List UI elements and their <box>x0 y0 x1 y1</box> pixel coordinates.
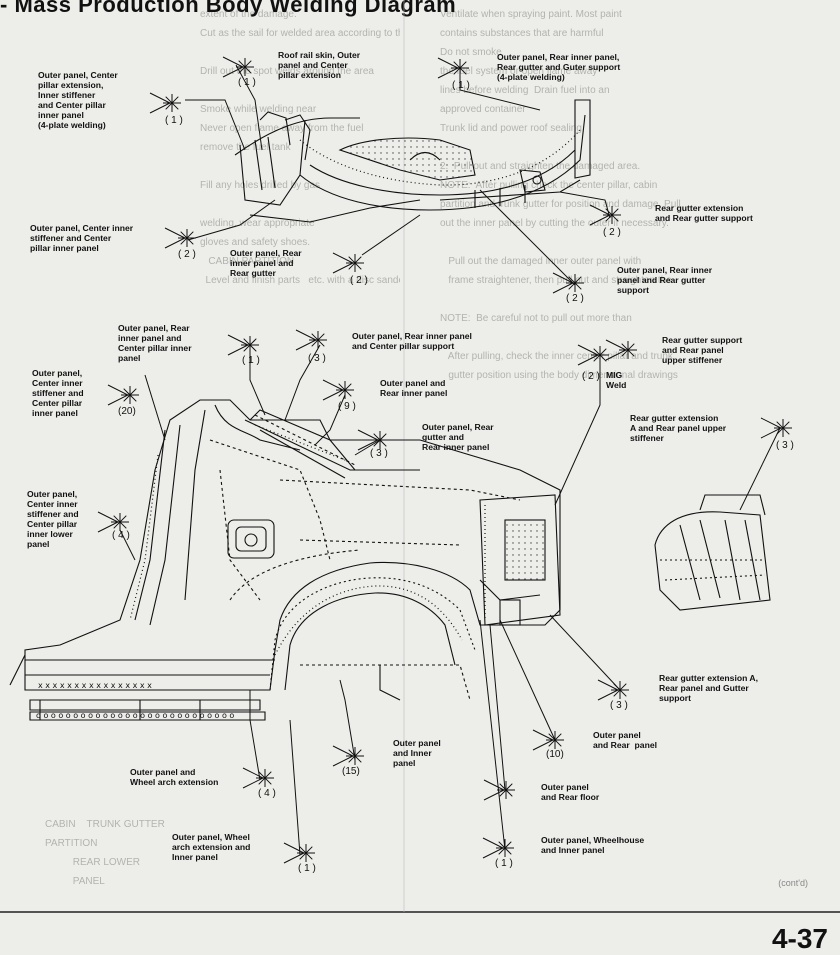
callout-label-outer-center-inner-stiff-pillar: Outer panel, Center inner stiffener and … <box>32 368 84 418</box>
leader-lines <box>119 64 781 856</box>
spot-weld-symbol-outer-wheelhouse-inner <box>482 837 514 859</box>
spot-weld-symbol-outer-inner <box>332 745 364 767</box>
weld-count-outer-center-inner-lower: ( 4 ) <box>112 530 130 541</box>
weld-count-outer-center-inner-stiff-pillar: (20) <box>118 406 136 417</box>
weld-count-roof-rail: ( 1 ) <box>238 77 256 88</box>
callout-label-outer-wheel-arch-ext: Outer panel and Wheel arch extension <box>130 767 219 787</box>
weld-count-outer-rear-inner-gutter-support: ( 2 ) <box>566 293 584 304</box>
spot-weld-symbol-outer-rear-panel <box>532 729 564 751</box>
callout-label-outer-rear-panel: Outer panel and Rear panel <box>593 730 657 750</box>
weld-count-rear-gutter-ext-a-rear-gutter-support: ( 3 ) <box>610 700 628 711</box>
callout-label-outer-wheelhouse-inner: Outer panel, Wheelhouse and Inner panel <box>541 835 645 855</box>
weld-symbols <box>97 56 792 864</box>
callout-label-outer-rear-inner-gutter-2: Outer panel, Rear inner panel and Rear g… <box>230 248 302 278</box>
sill-weld-markers: x x x x x x x x x x x x x x x x o o o o … <box>36 681 234 720</box>
weld-count-outer-rear-gutter-inner: ( 3 ) <box>370 448 388 459</box>
svg-text:x x x x x x x x x x: x x x x x x x x x x x x x x x x <box>38 681 152 690</box>
callout-label-rear-gutter-ext-a-rear-gutter-support: Rear gutter extension A, Rear panel and … <box>659 673 759 703</box>
spot-weld-symbol-rear-gutter-ext-support <box>589 204 621 226</box>
callout-label-mig-weld: MIG Weld <box>606 370 627 390</box>
spot-weld-symbol-outer-rear-inner <box>322 379 354 401</box>
callout-label-outer-center-ext: Outer panel, Center pillar extension, In… <box>38 70 118 130</box>
weld-count-outer-wheel-arch-ext: ( 4 ) <box>258 788 276 799</box>
spot-weld-symbol-outer-rear-inner-center-pillar <box>227 334 259 356</box>
spot-weld-symbol-outer-wheel-arch-inner <box>283 842 315 864</box>
weld-count-rear-gutter-ext-support: ( 2 ) <box>603 227 621 238</box>
roof-rail-assembly <box>234 99 591 223</box>
rear-gutter-inset <box>654 494 771 611</box>
weld-dot-seam <box>129 129 581 656</box>
callout-label-outer-center-inner-lower: Outer panel, Center inner stiffener and … <box>27 489 79 549</box>
callout-label-outer-rear-inner-gutter-support: Outer panel, Rear inner panel and Rear g… <box>617 265 713 295</box>
callout-label-outer-rear-floor: Outer panel and Rear floor <box>541 782 600 802</box>
weld-count-outer-wheel-arch-inner: ( 1 ) <box>298 863 316 874</box>
weld-count-outer-rear-inner-center-support: ( 3 ) <box>308 353 326 364</box>
callout-label-outer-rear-inner-center-support: Outer panel, Rear inner panel and Center… <box>352 331 472 351</box>
weld-count-outer-inner: (15) <box>342 766 360 777</box>
bleed-through-text-bottom: CABIN TRUNK GUTTER PARTITION REAR LOWER … <box>45 819 165 885</box>
callout-label-roof-rail: Roof rail skin, Outer panel and Center p… <box>278 50 361 80</box>
callout-label-outer-rear-gutter-inner: Outer panel, Rear gutter and Rear inner … <box>422 422 494 452</box>
continued-note: (cont'd) <box>778 878 808 888</box>
spot-weld-symbol-rear-gutter-ext-a-upper <box>760 417 792 439</box>
callout-label-rear-gutter-support-upper: Rear gutter support and Rear panel upper… <box>662 335 743 365</box>
spot-weld-symbol-outer-rear-floor <box>483 779 515 801</box>
weld-count-outer-rear-inner: ( 9 ) <box>338 401 356 412</box>
spot-weld-symbol-rear-gutter-support-upper <box>605 339 637 361</box>
weld-count-outer-center-inner-stiff: ( 2 ) <box>178 249 196 260</box>
spot-weld-symbol-outer-center-inner-lower <box>97 511 129 533</box>
spot-weld-symbol-outer-rear-gutter-inner <box>357 429 389 451</box>
weld-count-mig-weld: ( 2 ) <box>582 371 600 382</box>
spot-weld-symbol-outer-center-ext <box>149 92 181 114</box>
spot-weld-symbol-outer-rear-inner-gutter-support <box>552 272 584 294</box>
spot-weld-symbol-rear-gutter-ext-a-rear-gutter-support <box>597 679 629 701</box>
callout-label-rear-gutter-ext-support: Rear gutter extension and Rear gutter su… <box>655 203 753 223</box>
callout-label-outer-inner: Outer panel and Inner panel <box>393 738 441 768</box>
page-frame <box>0 0 840 913</box>
spot-weld-symbol-roof-rail <box>222 56 254 78</box>
callout-label-outer-rear-inner-center-pillar: Outer panel, Rear inner panel and Center… <box>118 323 192 363</box>
spot-weld-symbol-outer-center-inner-stiff-pillar <box>107 384 139 406</box>
page-number: 4-37 <box>771 923 828 954</box>
weld-count-outer-rear-inner-gutter-2: ( 2 ) <box>350 275 368 286</box>
weld-count-rear-gutter-ext-a-upper: ( 3 ) <box>776 440 794 451</box>
weld-count-outer-center-ext: ( 1 ) <box>165 115 183 126</box>
spot-weld-symbol-outer-wheel-arch-ext <box>242 767 274 789</box>
callout-label-outer-rear-inner-gutter: Outer panel, Rear inner panel, Rear gutt… <box>497 52 621 82</box>
bleed-through-text-right: Ventilate when spraying paint. Most pain… <box>440 9 681 381</box>
spot-weld-symbol-outer-rear-inner-gutter <box>437 57 469 79</box>
spot-weld-symbol-mig-weld <box>577 344 609 366</box>
spot-weld-symbol-outer-center-inner-stiff <box>164 227 196 249</box>
callout-label-rear-gutter-ext-a-upper: Rear gutter extension A and Rear panel u… <box>630 413 727 443</box>
callout-label-outer-wheel-arch-inner: Outer panel, Wheel arch extension and In… <box>172 832 251 862</box>
weld-count-outer-wheelhouse-inner: ( 1 ) <box>495 858 513 869</box>
spot-weld-symbol-outer-rear-inner-center-support <box>295 329 327 351</box>
weld-count-outer-rear-inner-gutter: ( 1 ) <box>452 80 470 91</box>
callout-label-outer-center-inner-stiff: Outer panel, Center inner stiffener and … <box>30 223 134 253</box>
callout-label-outer-rear-inner: Outer panel and Rear inner panel <box>380 378 448 398</box>
svg-text:o o o o o o o o o o o o o o o: o o o o o o o o o o o o o o o o o o o o … <box>36 711 234 720</box>
weld-count-outer-rear-inner-center-pillar: ( 1 ) <box>242 355 260 366</box>
page-title: - Mass Production Body Welding Diagram <box>0 0 457 17</box>
quarter-panel-assembly <box>9 399 561 721</box>
weld-count-outer-rear-panel: (10) <box>546 749 564 760</box>
spot-weld-symbol-outer-rear-inner-gutter-2 <box>332 252 364 274</box>
